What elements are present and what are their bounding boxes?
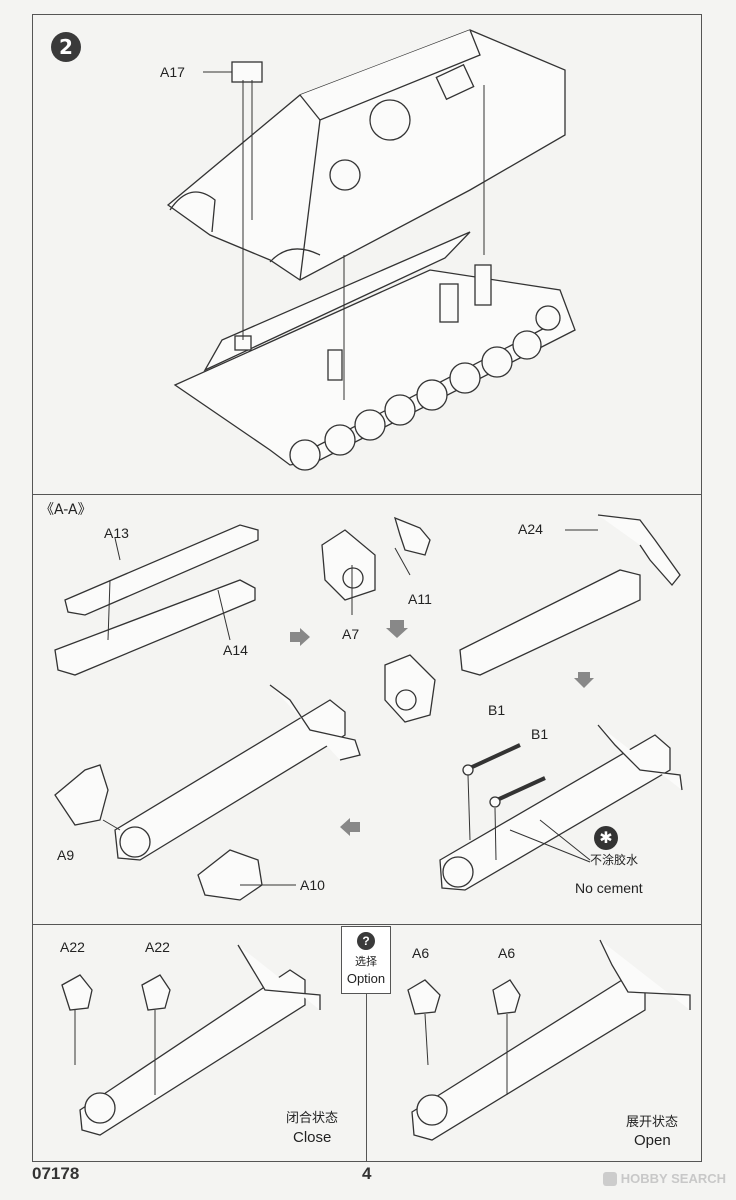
part-a24-drawing	[459, 569, 641, 676]
page-number: 4	[362, 1164, 372, 1183]
right-assembly-drawing	[439, 734, 671, 891]
section-label: 《A-A》	[40, 502, 92, 518]
instruction-frame	[32, 14, 702, 1162]
part-label-a7: A7	[342, 626, 360, 642]
watermark: HOBBY SEARCH	[602, 1171, 726, 1186]
open-assembly-drawing	[411, 974, 646, 1141]
left-assembly-drawing	[114, 699, 346, 861]
no-cement-cn-label: 不涂胶水	[590, 853, 639, 867]
flow-arrow-icon	[340, 818, 360, 836]
part-label-a22-first: A22	[60, 939, 85, 955]
flow-arrow-icon	[574, 672, 594, 688]
part-label-a11: A11	[408, 591, 432, 607]
part-label-a22-second: A22	[145, 939, 170, 955]
part-label-a14: A14	[223, 642, 248, 658]
part-label-a6-second: A6	[498, 945, 516, 961]
no-cement-en-label: No cement	[575, 880, 643, 896]
part-a11-drawing	[393, 516, 431, 556]
part-label-a17: A17	[160, 64, 185, 80]
open-state-en-label: Open	[634, 1132, 671, 1149]
close-assembly-drawing	[79, 969, 306, 1136]
flow-arrow-icon	[290, 628, 310, 646]
part-a10-drawing	[197, 849, 263, 901]
part-label-a6-first: A6	[412, 945, 430, 961]
section-divider-top	[32, 494, 702, 495]
watermark-text: HOBBY SEARCH	[620, 1171, 726, 1186]
watermark-logo-icon	[602, 1171, 617, 1186]
open-state-cn-label: 展开状态	[626, 1115, 679, 1130]
flow-arrow-icon	[386, 620, 408, 638]
no-cement-icon: ✱	[594, 826, 618, 850]
close-state-en-label: Close	[293, 1129, 332, 1146]
option-cn-label: 选择	[355, 955, 377, 968]
option-en-label: Option	[346, 971, 386, 986]
part-label-a13: A13	[104, 525, 129, 541]
part-label-b1-first: B1	[488, 702, 506, 718]
part-label-a9: A9	[57, 847, 75, 863]
part-a13-drawing	[64, 524, 259, 616]
part-label-a24: A24	[518, 521, 543, 537]
section-divider-bottom	[32, 924, 702, 925]
step-number-badge: 2	[51, 32, 81, 62]
part-a14-drawing	[54, 579, 256, 676]
question-icon: ?	[357, 932, 375, 950]
close-state-cn-label: 闭合状态	[286, 1111, 339, 1126]
kit-code: 07178	[32, 1164, 80, 1183]
part-label-b1-second: B1	[531, 726, 549, 742]
option-divider	[366, 994, 367, 1162]
upper-hull-drawing	[166, 29, 566, 281]
part-a9-drawing	[54, 764, 109, 826]
part-a7-drawing	[321, 529, 376, 601]
option-box: ? 选择 Option	[341, 926, 391, 994]
part-label-a10: A10	[300, 877, 325, 893]
